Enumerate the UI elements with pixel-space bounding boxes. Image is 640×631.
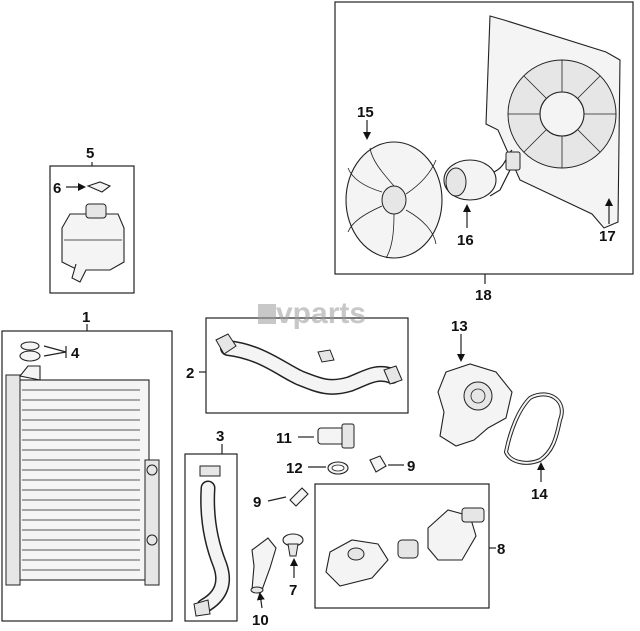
- box-fan-assembly: [334, 1, 634, 275]
- callout-17: 17: [599, 228, 616, 245]
- o-ring-12: [327, 461, 349, 475]
- water-outlet: [250, 537, 277, 594]
- lower-radiator-hose: [193, 465, 231, 617]
- radiator-cap-parts: [19, 341, 41, 362]
- callout-15: 15: [357, 104, 374, 121]
- callout-7: 7: [289, 582, 297, 599]
- thermostat: [282, 533, 304, 557]
- callout-5: 5: [86, 145, 94, 162]
- water-pump: [437, 363, 513, 447]
- coolant-temp-sensor: [317, 423, 355, 449]
- callout-9-left: 9: [253, 494, 261, 511]
- water-pump-gasket: [503, 392, 564, 465]
- callout-10: 10: [252, 612, 269, 629]
- callout-2: 2: [186, 365, 194, 382]
- callout-16: 16: [457, 232, 474, 249]
- fan-motor: [443, 149, 521, 201]
- callout-3: 3: [216, 428, 224, 445]
- thermostat-housing: [325, 507, 485, 587]
- callout-14: 14: [531, 486, 548, 503]
- callout-12: 12: [286, 460, 303, 477]
- leader-lines: [43, 120, 613, 609]
- coolant-reservoir: [61, 203, 125, 283]
- fan-shroud: [485, 15, 621, 229]
- callout-13: 13: [451, 318, 468, 335]
- callout-11: 11: [276, 430, 292, 447]
- box-upper-hose: [205, 317, 409, 414]
- callout-4: 4: [71, 345, 80, 362]
- gasket-9-left: [289, 487, 309, 507]
- callout-6: 6: [53, 180, 61, 197]
- callout-1: 1: [82, 309, 90, 326]
- fan-blade: [345, 141, 443, 259]
- box-thermostat-housing: [314, 483, 490, 609]
- box-lower-hose: [184, 453, 238, 622]
- callout-8: 8: [497, 541, 505, 558]
- callout-18: 18: [475, 287, 492, 304]
- callout-9-right: 9: [407, 458, 415, 475]
- callouts: 5 6 1 4 2 3 11 12 9 9 10 7 8 13 14 15 16…: [53, 104, 616, 629]
- radiator: [5, 365, 160, 586]
- gasket-9-right: [369, 455, 387, 473]
- upper-radiator-hose: [215, 333, 403, 395]
- reservoir-cap: [86, 181, 112, 193]
- watermark-text: vparts: [276, 297, 366, 330]
- watermark: vparts: [258, 297, 366, 330]
